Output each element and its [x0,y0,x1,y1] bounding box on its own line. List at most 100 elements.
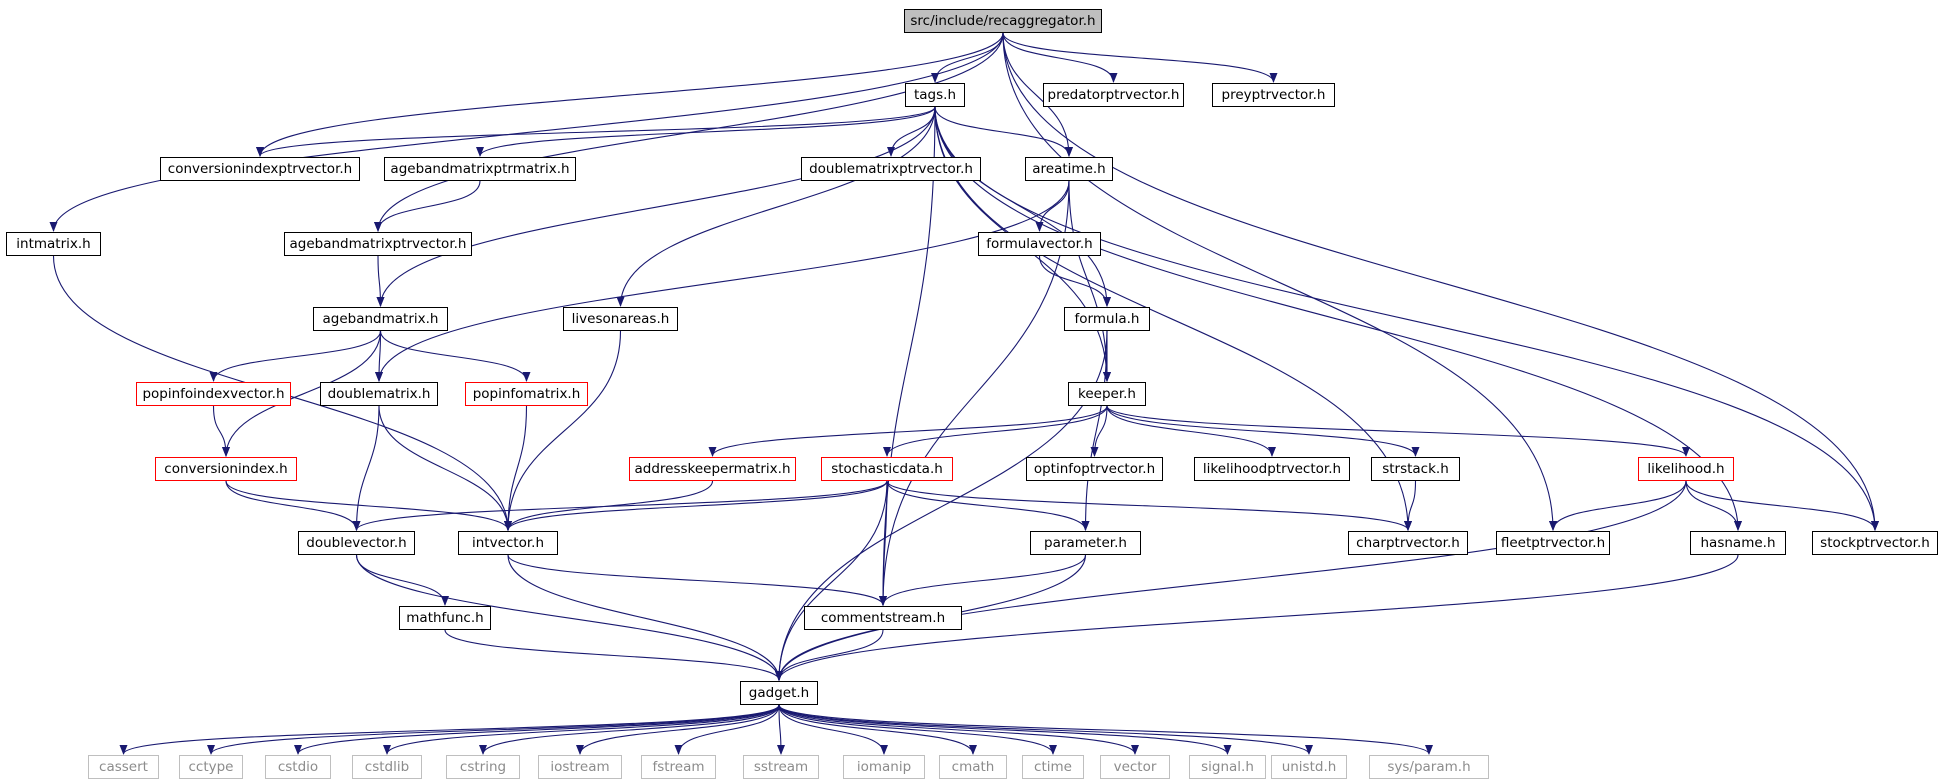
edge-stochasticdata-to-charptrvector [886,480,1412,531]
edge-tags-to-areatime [934,106,1073,157]
node-keeper[interactable]: keeper.h [1068,382,1146,406]
edge-commentstream-to-gadget [775,629,884,681]
node-conversionindex[interactable]: conversionindex.h [155,457,297,481]
edge-root-to-predatorptrvector [1002,32,1118,83]
node-likelihoodptrvector[interactable]: likelihoodptrvector.h [1194,457,1350,481]
edge-doublematrix-to-doublevector [352,405,380,531]
edge-root-to-preyptrvector [1002,32,1278,83]
edge-gadget-to-iostream [576,704,780,755]
node-cstring: cstring [446,755,520,779]
node-predatorptrvector[interactable]: predatorptrvector.h [1043,83,1184,107]
edge-root-to-areatime [1002,32,1073,157]
node-intvector[interactable]: intvector.h [458,531,558,555]
edge-tags-to-charptrvector [934,106,1412,531]
node-fleetptrvector[interactable]: fleetptrvector.h [1496,531,1610,555]
node-popinfomatrix[interactable]: popinfomatrix.h [465,382,588,406]
edge-keeper-to-likelihoodptrvector [1106,405,1276,457]
node-gadget[interactable]: gadget.h [740,681,818,705]
node-formula[interactable]: formula.h [1064,307,1150,331]
node-strstack[interactable]: strstack.h [1371,457,1460,481]
node-cassert: cassert [88,755,159,779]
node-preyptrvector[interactable]: preyptrvector.h [1212,83,1335,107]
node-cstdio: cstdio [265,755,331,779]
node-sysparam: sys/param.h [1369,755,1489,779]
node-charptrvector[interactable]: charptrvector.h [1348,531,1468,555]
edge-conversionindex-to-intvector [225,480,512,531]
node-addresskeepermatrix[interactable]: addresskeepermatrix.h [629,457,796,481]
node-tags[interactable]: tags.h [905,83,965,107]
node-conversionindexptrvector[interactable]: conversionindexptrvector.h [160,157,360,181]
node-doublematrixptrvector[interactable]: doublematrixptrvector.h [801,157,981,181]
edge-root-to-fleetptrvector [1002,32,1557,531]
edge-areatime-to-commentstream [879,180,1070,606]
node-agebandmatrixptrvector[interactable]: agebandmatrixptrvector.h [284,232,472,256]
edge-agebandmatrix-to-conversionindex [222,330,382,457]
edge-gadget-to-sysparam [778,704,1433,755]
edge-stochasticdata-to-parameter [886,480,1090,531]
edge-strstack-to-charptrvector [1404,480,1417,531]
node-doublematrix[interactable]: doublematrix.h [320,382,438,406]
edge-popinfoindexvector-to-conversionindex [212,405,230,457]
edge-root-to-intmatrix [49,32,1004,232]
edge-gadget-to-cstdlib [383,704,780,755]
edge-keeper-to-likelihood [1106,405,1690,457]
edge-gadget-to-cctype [207,704,780,755]
node-formulavector[interactable]: formulavector.h [978,232,1101,256]
edge-likelihood-to-gadget [775,480,1687,681]
node-agebandmatrixptrmatrix[interactable]: agebandmatrixptrmatrix.h [384,157,576,181]
node-mathfunc[interactable]: mathfunc.h [399,606,491,630]
edge-stochasticdata-to-intvector [504,480,888,531]
edge-intvector-to-gadget [507,554,783,681]
node-cstdlib: cstdlib [352,755,422,779]
edge-likelihood-to-stockptrvector [1685,480,1879,531]
node-parameter[interactable]: parameter.h [1030,531,1141,555]
node-optinfoptrvector[interactable]: optinfoptrvector.h [1026,457,1163,481]
node-cmath: cmath [939,755,1007,779]
node-root: src/include/recaggregator.h [904,9,1102,33]
edge-hasname-to-gadget [775,554,1739,681]
edge-root-to-stockptrvector [1002,32,1879,531]
edge-doublevector-to-gadget [355,554,783,681]
edge-gadget-to-sstream [776,704,785,755]
edge-gadget-to-vector [778,704,1139,755]
edge-agebandmatrix-to-popinfoindexvector [209,330,382,382]
edge-keeper-to-optinfoptrvector [1090,405,1108,457]
edge-popinfomatrix-to-intvector [504,405,528,531]
edge-gadget-to-cassert [119,704,780,755]
node-commentstream[interactable]: commentstream.h [804,606,962,630]
node-iomanip: iomanip [843,755,925,779]
node-intmatrix[interactable]: intmatrix.h [6,232,101,256]
edge-mathfunc-to-gadget [444,629,783,681]
node-livesonareas[interactable]: livesonareas.h [563,307,678,331]
node-likelihood[interactable]: likelihood.h [1638,457,1734,481]
edge-keeper-to-stochasticdata [883,405,1108,457]
edge-gadget-to-cmath [778,704,977,755]
node-stockptrvector[interactable]: stockptrvector.h [1812,531,1938,555]
edge-likelihood-to-fleetptrvector [1549,480,1687,531]
node-unistd: unistd.h [1271,755,1347,779]
edge-formulavector-to-formula [1038,255,1111,307]
node-hasname[interactable]: hasname.h [1690,531,1786,555]
node-ctime: ctime [1022,755,1084,779]
node-cctype: cctype [179,755,243,779]
edge-tags-to-agebandmatrixptrmatrix [476,106,936,157]
edge-tags-to-commentstream [879,106,936,606]
edge-agebandmatrix-to-popinfomatrix [379,330,531,382]
edge-likelihood-to-hasname [1685,480,1742,531]
edge-gadget-to-cstdio [294,704,780,755]
node-doublevector[interactable]: doublevector.h [298,531,415,555]
edge-intvector-to-commentstream [507,554,887,606]
node-stochasticdata[interactable]: stochasticdata.h [821,457,953,481]
node-areatime[interactable]: areatime.h [1025,157,1113,181]
edge-keeper-to-strstack [1106,405,1420,457]
edge-livesonareas-to-intvector [504,330,622,531]
edge-tags-to-hasname [934,106,1742,531]
edge-gadget-to-cstring [479,704,780,755]
edge-gadget-to-fstream [674,704,780,755]
edge-areatime-to-formulavector [1035,180,1070,232]
edge-keeper-to-addresskeepermatrix [708,405,1108,457]
node-agebandmatrix[interactable]: agebandmatrix.h [313,307,448,331]
edge-stochasticdata-to-commentstream [879,480,888,606]
node-popinfoindexvector[interactable]: popinfoindexvector.h [136,382,291,406]
